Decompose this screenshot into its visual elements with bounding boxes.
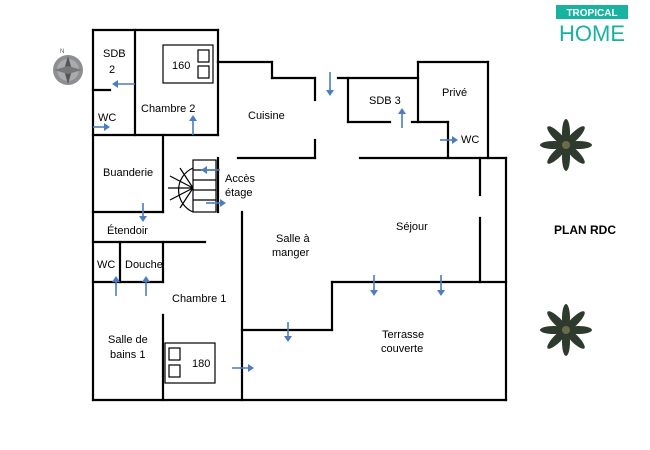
label-douche: Douche [125,259,163,271]
logo-line1: TROPICAL [566,8,617,19]
label-salle-bains-1: Salle de [108,334,148,346]
label-acces-2: étage [225,187,253,199]
bed-icon [164,342,216,384]
palm-tree-icon [540,119,592,171]
bed-icon [162,44,214,84]
logo-line2: HOME [559,21,625,46]
plan-title: PLAN RDC [554,223,616,237]
label-salle-manger-2: manger [272,247,310,259]
tropical-home-logo: TROPICAL HOME [556,5,628,46]
label-etendoir: Étendoir [107,224,148,237]
label-chambre2: Chambre 2 [141,103,195,115]
label-wc-left: WC [97,259,115,271]
svg-text:N: N [60,49,64,55]
label-wc-right: WC [461,134,479,146]
label-sdb3: SDB 3 [369,95,401,107]
label-salle-bains-2: bains 1 [110,349,145,361]
label-bed-180: 180 [192,358,210,370]
stairs-icon [168,159,217,213]
compass-icon: N [53,49,83,85]
label-prive: Privé [442,87,467,99]
label-buanderie: Buanderie [103,167,153,179]
label-acces-1: Accès [225,173,255,185]
label-sejour: Séjour [396,221,428,233]
label-terrasse-1: Terrasse [382,329,424,341]
label-bed-160: 160 [172,60,190,72]
label-salle-manger-1: Salle à [276,233,311,245]
palm-tree-icon [540,304,592,356]
label-chambre1: Chambre 1 [172,293,226,305]
label-sdb2: SDB [103,48,126,60]
label-terrasse-2: couverte [381,343,423,355]
walls [91,28,508,402]
label-sdb2-num: 2 [109,64,115,76]
label-wc-top: WC [98,112,116,124]
door-arrows [93,72,458,372]
label-cuisine: Cuisine [248,110,285,122]
